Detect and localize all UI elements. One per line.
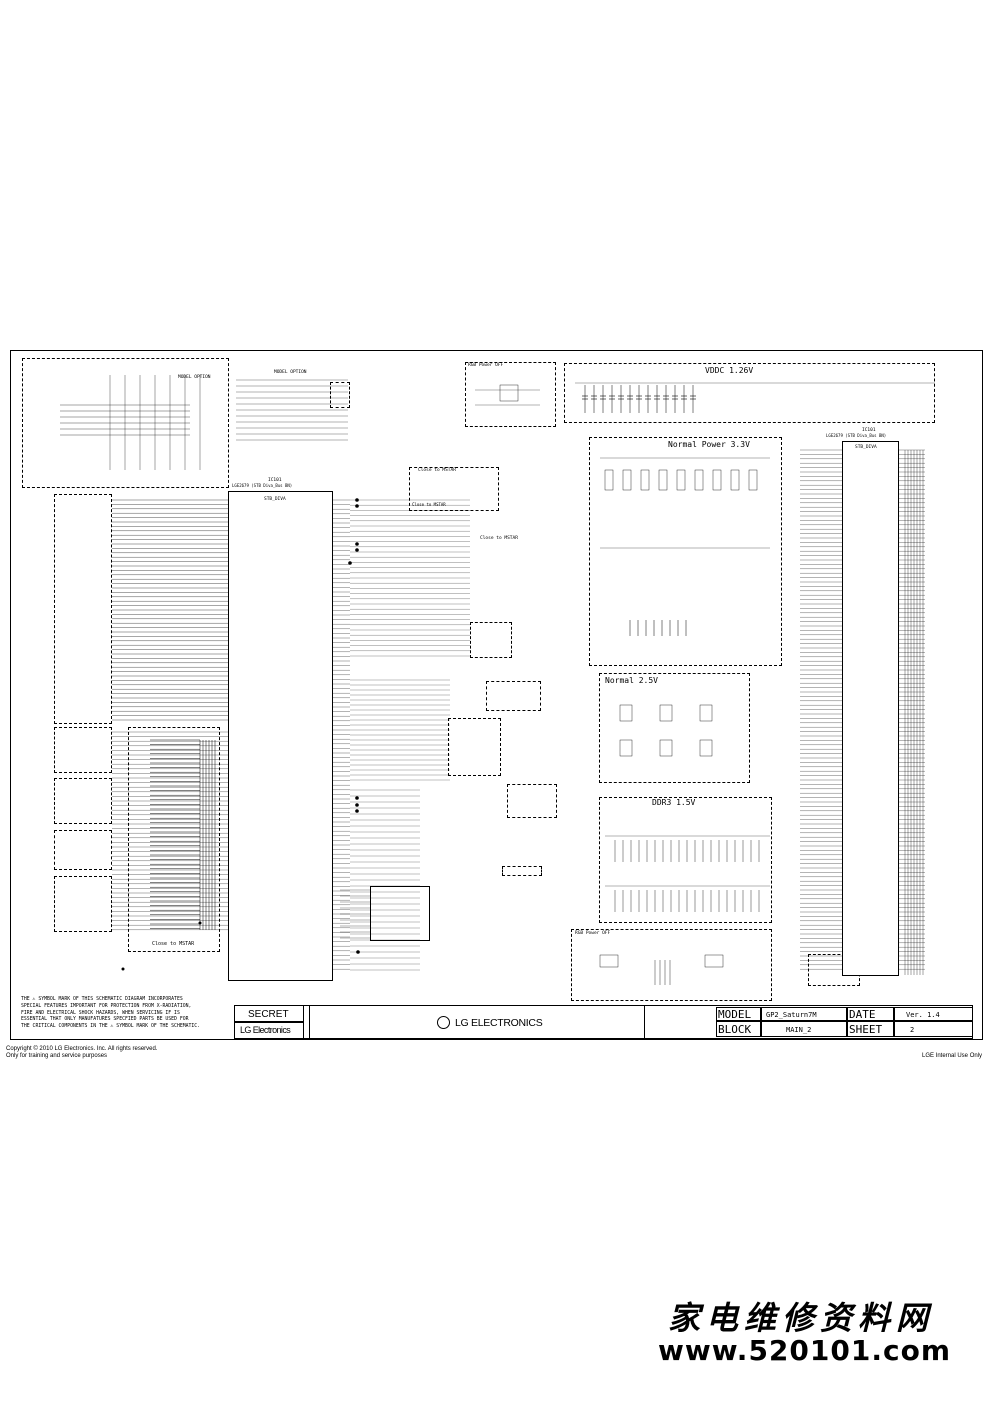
model-label-cell [716,1007,761,1021]
normal-power-33-label: Normal Power 3.3V [668,440,750,449]
ic-left-part: LGE2679 (STB Diva_Bus BN) [232,483,293,488]
model-option-title: MODEL OPTION [178,375,211,380]
block-label: BLOCK [718,1023,752,1036]
notice-line: THE CRITICAL COMPONENTS IN THE ⚠ SYMBOL … [21,1024,201,1030]
notice-line: ESSENTIAL THAT ONLY MANUFATURES SPECFIED… [21,1017,189,1023]
normal-25-block [599,673,750,783]
left-group-3 [54,778,112,824]
ddr3-block [599,797,772,923]
left-group-5 [54,876,112,932]
mid-group-3 [448,718,501,776]
model-value: GP2_Saturn7M [766,1011,817,1019]
company-small-cell [234,1022,304,1039]
training-note: Only for training and service purposes [6,1053,108,1059]
sheet-label-cell [847,1021,894,1037]
safety-notice: THE ⚠ SYMBOL MARK OF THIS SCHEMATIC DIAG… [21,997,231,1031]
close-to-mstar-label-2: Close to MSTAR [418,468,456,473]
version: Ver. 1.4 [906,1011,940,1019]
company-large-cell [309,1005,645,1039]
secret-cell [234,1005,304,1022]
ic-right-body [842,441,899,976]
vddc-label: VDDC 1.26V [705,366,754,375]
notice-line: SPECIAL FEATURES IMPORTANT FOR PROTECTIO… [21,1003,192,1009]
left-group-2 [54,727,112,773]
company-small: LG Electronics [240,1025,291,1035]
notice-line: THE ⚠ SYMBOL MARK OF THIS SCHEMATIC DIAG… [21,997,183,1002]
ic-right-name: STB_DIVA [855,445,877,450]
normal-power-33-block [589,437,782,666]
block-label-cell [716,1021,761,1037]
version-cell [894,1007,973,1021]
ic-left-body [228,491,333,981]
rgb-power-top-label: RGB Power OFF [468,363,504,368]
vddc-block [564,363,935,423]
rgb-power-bottom [571,929,772,1001]
company-large: LG ELECTRONICS [455,1017,543,1029]
mid-group-2 [486,681,541,711]
model-option-table-box [330,382,350,408]
watermark-url: www.520101.com [658,1334,951,1367]
close-to-mstar-label-3: Close to MSTAR [412,502,446,507]
left-group-4 [54,830,112,870]
close-to-mstar-label-1: Close to MSTAR [152,941,195,947]
model-label: MODEL [718,1008,752,1021]
date-label: DATE [849,1008,876,1021]
secret-label: SECRET [248,1009,289,1020]
normal-25-label: Normal 2.5V [605,676,658,685]
rgb-power-bottom-label: RGB Power OFF [575,931,611,936]
eeprom-block [507,784,557,818]
close-to-mstar-label-4: Close to MSTAR [480,536,518,541]
sheet-label: SHEET [849,1023,883,1036]
ic-left-ref: IC101 [268,478,282,483]
schematic-sheet [10,350,983,1040]
ddr3-label: DDR3 1.5V [652,798,696,807]
model-option-table-title: MODEL OPTION [274,370,307,375]
ic-secondary [370,886,430,941]
left-bus-group [54,494,112,724]
model-option-block [22,358,229,488]
copyright: Copyright © 2010 LG Electronics. Inc. Al… [6,1046,158,1052]
mid-group-5 [502,866,542,876]
mid-group-1 [470,622,512,658]
sheet-value-cell [894,1021,973,1037]
notice-line: FIRE AND ELECTRICAL SHOCK HAZARDS, WHEN … [21,1010,180,1016]
ic-right-ref: IC101 [862,428,876,433]
model-value-cell [761,1007,847,1021]
resistor-array-block [128,727,220,952]
internal-use: LGE Internal Use Only [922,1053,983,1059]
ic-right-part: LGE2679 (STB Diva_Bus BN) [826,433,887,438]
lg-logo [437,1016,450,1029]
ic-left-name: STB_DIVA [264,497,286,502]
watermark-chinese: 家电维修资料网 [668,1299,935,1337]
sheet-value: 2 [910,1026,915,1034]
rgb-power-top [465,362,556,427]
date-label-cell [847,1007,894,1021]
block-value-cell [761,1021,847,1037]
block-value: MAIN_2 [786,1026,812,1034]
